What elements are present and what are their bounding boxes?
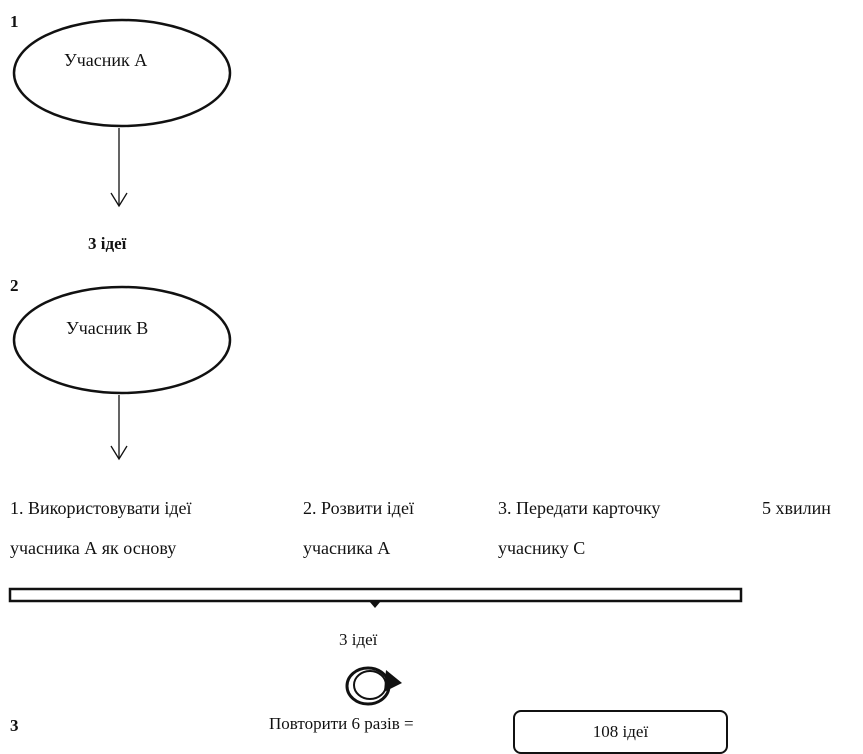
action-3-line-2: учаснику С	[498, 538, 586, 558]
action-1: 1. Використовувати ідеї учасника А як ос…	[10, 488, 192, 568]
action-2-line-1: 2. Розвити ідеї	[303, 498, 414, 518]
step-number-1: 1	[10, 12, 19, 31]
arrow-down-a	[110, 128, 128, 208]
action-1-line-1: 1. Використовувати ідеї	[10, 498, 192, 518]
action-3: 3. Передати карточку учаснику С	[498, 488, 660, 568]
time-label: 5 хвилин	[762, 498, 831, 518]
action-1-line-2: учасника А як основу	[10, 538, 177, 558]
ideas-count-label: 3 ідеї	[88, 234, 127, 253]
step-number-2: 2	[10, 276, 19, 295]
participant-b-ellipse	[12, 285, 232, 395]
step-number-3: 3	[10, 716, 19, 735]
repeat-label: Повторити 6 разів =	[269, 714, 414, 733]
arrow-down-b	[110, 395, 128, 461]
participant-b-label: Учасник В	[66, 318, 149, 338]
result-value: 108 ідеї	[592, 722, 649, 741]
action-3-line-1: 3. Передати карточку	[498, 498, 661, 518]
action-2: 2. Розвити ідеї учасника А	[303, 488, 414, 568]
bracket-label: 3 ідеї	[339, 630, 378, 649]
result-box: 108 ідеї	[513, 710, 728, 754]
action-2-line-2: учасника А	[303, 538, 391, 558]
loop-arrow-icon	[345, 666, 402, 706]
participant-a-ellipse	[12, 18, 232, 128]
participant-a-label: Учасник А	[64, 50, 148, 70]
bracket-bar	[8, 587, 743, 608]
